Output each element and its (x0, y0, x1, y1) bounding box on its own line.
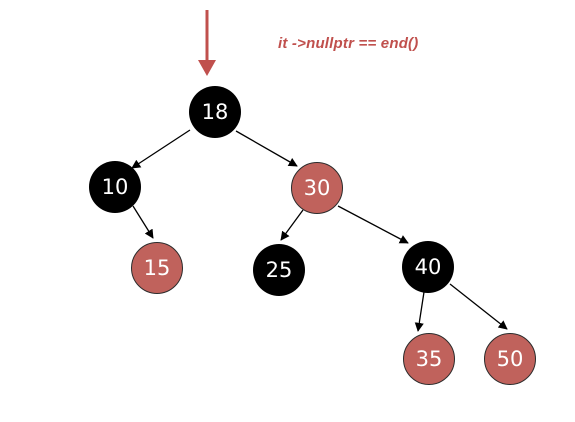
tree-node-10: 10 (89, 161, 141, 213)
edge-30-40 (337, 205, 409, 244)
edge-30-25 (280, 209, 304, 241)
tree-node-25: 25 (253, 244, 305, 296)
node-label: 25 (265, 258, 293, 282)
tree-node-15: 15 (131, 242, 183, 294)
iterator-caption: it ->nullptr == end() (278, 35, 419, 52)
iterator-arrow (198, 10, 216, 76)
node-label: 35 (415, 347, 443, 371)
edge-18-30 (235, 130, 298, 167)
node-label: 15 (143, 256, 171, 280)
node-label: 50 (496, 347, 524, 371)
node-label: 18 (201, 100, 229, 124)
edge-40-35 (414, 291, 425, 332)
node-label: 40 (414, 255, 442, 279)
edge-40-50 (449, 283, 508, 330)
tree-node-50: 50 (484, 333, 536, 385)
tree-node-35: 35 (403, 333, 455, 385)
edge-18-10 (131, 129, 191, 169)
tree-node-30: 30 (291, 162, 343, 214)
node-label: 10 (101, 175, 129, 199)
edge-10-15 (132, 205, 154, 239)
tree-node-18: 18 (189, 86, 241, 138)
iterator-arrow-head (198, 60, 216, 76)
tree-node-40: 40 (402, 241, 454, 293)
node-label: 30 (303, 176, 331, 200)
